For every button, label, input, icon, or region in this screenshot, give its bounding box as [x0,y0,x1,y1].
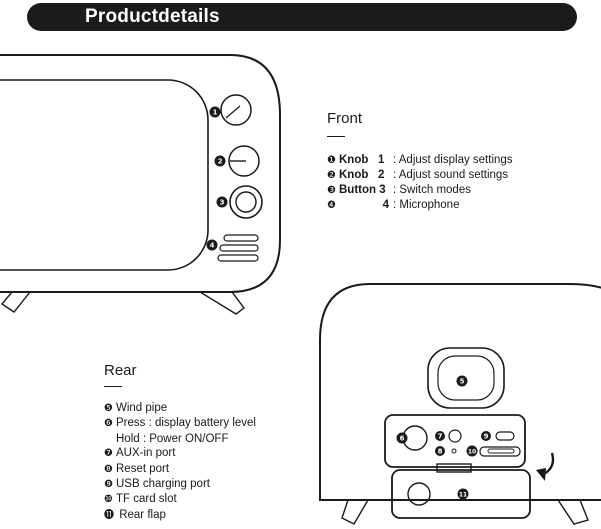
callout-7: 7 [435,431,445,441]
rear-legend-item-6-hold: Hold : Power ON/OFF [104,432,256,446]
legend-part: Button 3 [339,183,393,198]
callout-4: 4 [207,240,218,251]
microphone-slot-3 [218,255,258,261]
button-3-inner [236,192,256,212]
callout-9: 9 [481,431,491,441]
legend-desc: : Adjust sound settings [393,169,508,181]
callout-2: 2 [215,156,226,167]
legend-desc: : Microphone [393,199,459,211]
callout-11: 11 [458,489,469,500]
callout-5: 5 [457,376,468,387]
front-view [0,55,280,314]
aux-port [449,430,461,442]
callout-1: 1 [210,107,221,118]
rear-flap-button [408,483,430,505]
legend-desc: : Switch modes [393,184,471,196]
open-arrow-head [536,468,546,481]
callout-3: 3 [217,197,228,208]
callout-10: 10 [467,446,478,457]
microphone-slot-1 [224,235,258,241]
svg-text:11: 11 [459,492,467,499]
svg-text:6: 6 [400,435,405,443]
legend-part: Knob 2 [339,168,393,183]
legend-part: 4 [339,198,393,213]
legend-desc: Reset port [116,463,169,475]
legend-number: ❸ [327,183,339,198]
button-3-outer [230,186,262,218]
tf-slot-opening [488,449,514,453]
rear-leg-right [558,500,588,524]
svg-text:4: 4 [210,242,215,250]
front-body-outline [0,55,280,292]
legend-desc: AUX-in port [116,447,175,459]
front-leg-left [2,292,30,312]
legend-number: ❹ [327,198,339,213]
legend-number: ❾ [104,478,116,492]
legend-desc: TF card slot [116,493,177,505]
svg-text:8: 8 [438,448,443,456]
rear-legend-item-11: ⓫ Rear flap [104,508,256,523]
svg-text:9: 9 [484,433,489,441]
legend-part: Knob 1 [339,153,393,168]
svg-text:5: 5 [460,378,465,386]
knob-1-indicator [226,106,240,118]
legend-desc: Wind pipe [116,402,167,414]
legend-number: ❺ [104,402,116,416]
legend-number: ❿ [104,493,116,507]
rear-title-rule [104,386,122,387]
microphone-slot-2 [220,245,258,251]
front-section-title: Front [327,110,362,127]
legend-number: ❽ [104,463,116,477]
rear-leg-left [342,500,368,524]
legend-number: ❶ [327,153,339,168]
front-screen [0,80,208,270]
legend-desc: : Adjust display settings [393,154,513,166]
legend-number: ⓫ [104,509,116,523]
svg-text:7: 7 [438,433,443,441]
svg-text:3: 3 [220,199,225,207]
legend-desc: Hold : Power ON/OFF [116,433,228,445]
legend-number: ❷ [327,168,339,183]
legend-desc: USB charging port [116,478,210,490]
legend-number: ❼ [104,447,116,461]
legend-desc: Rear flap [116,509,166,521]
rear-section-title: Rear [104,362,137,379]
callout-6: 6 [397,433,408,444]
svg-text:10: 10 [468,449,476,456]
rear-view [320,284,601,524]
front-leg-right [200,292,244,314]
legend-desc: Press : display battery level [116,417,256,429]
front-title-rule [327,136,345,137]
reset-port [452,449,456,453]
usb-port [496,432,514,440]
legend-number: ❻ [104,417,116,431]
svg-text:1: 1 [213,109,218,117]
svg-text:2: 2 [218,158,223,166]
callout-8: 8 [435,446,445,456]
